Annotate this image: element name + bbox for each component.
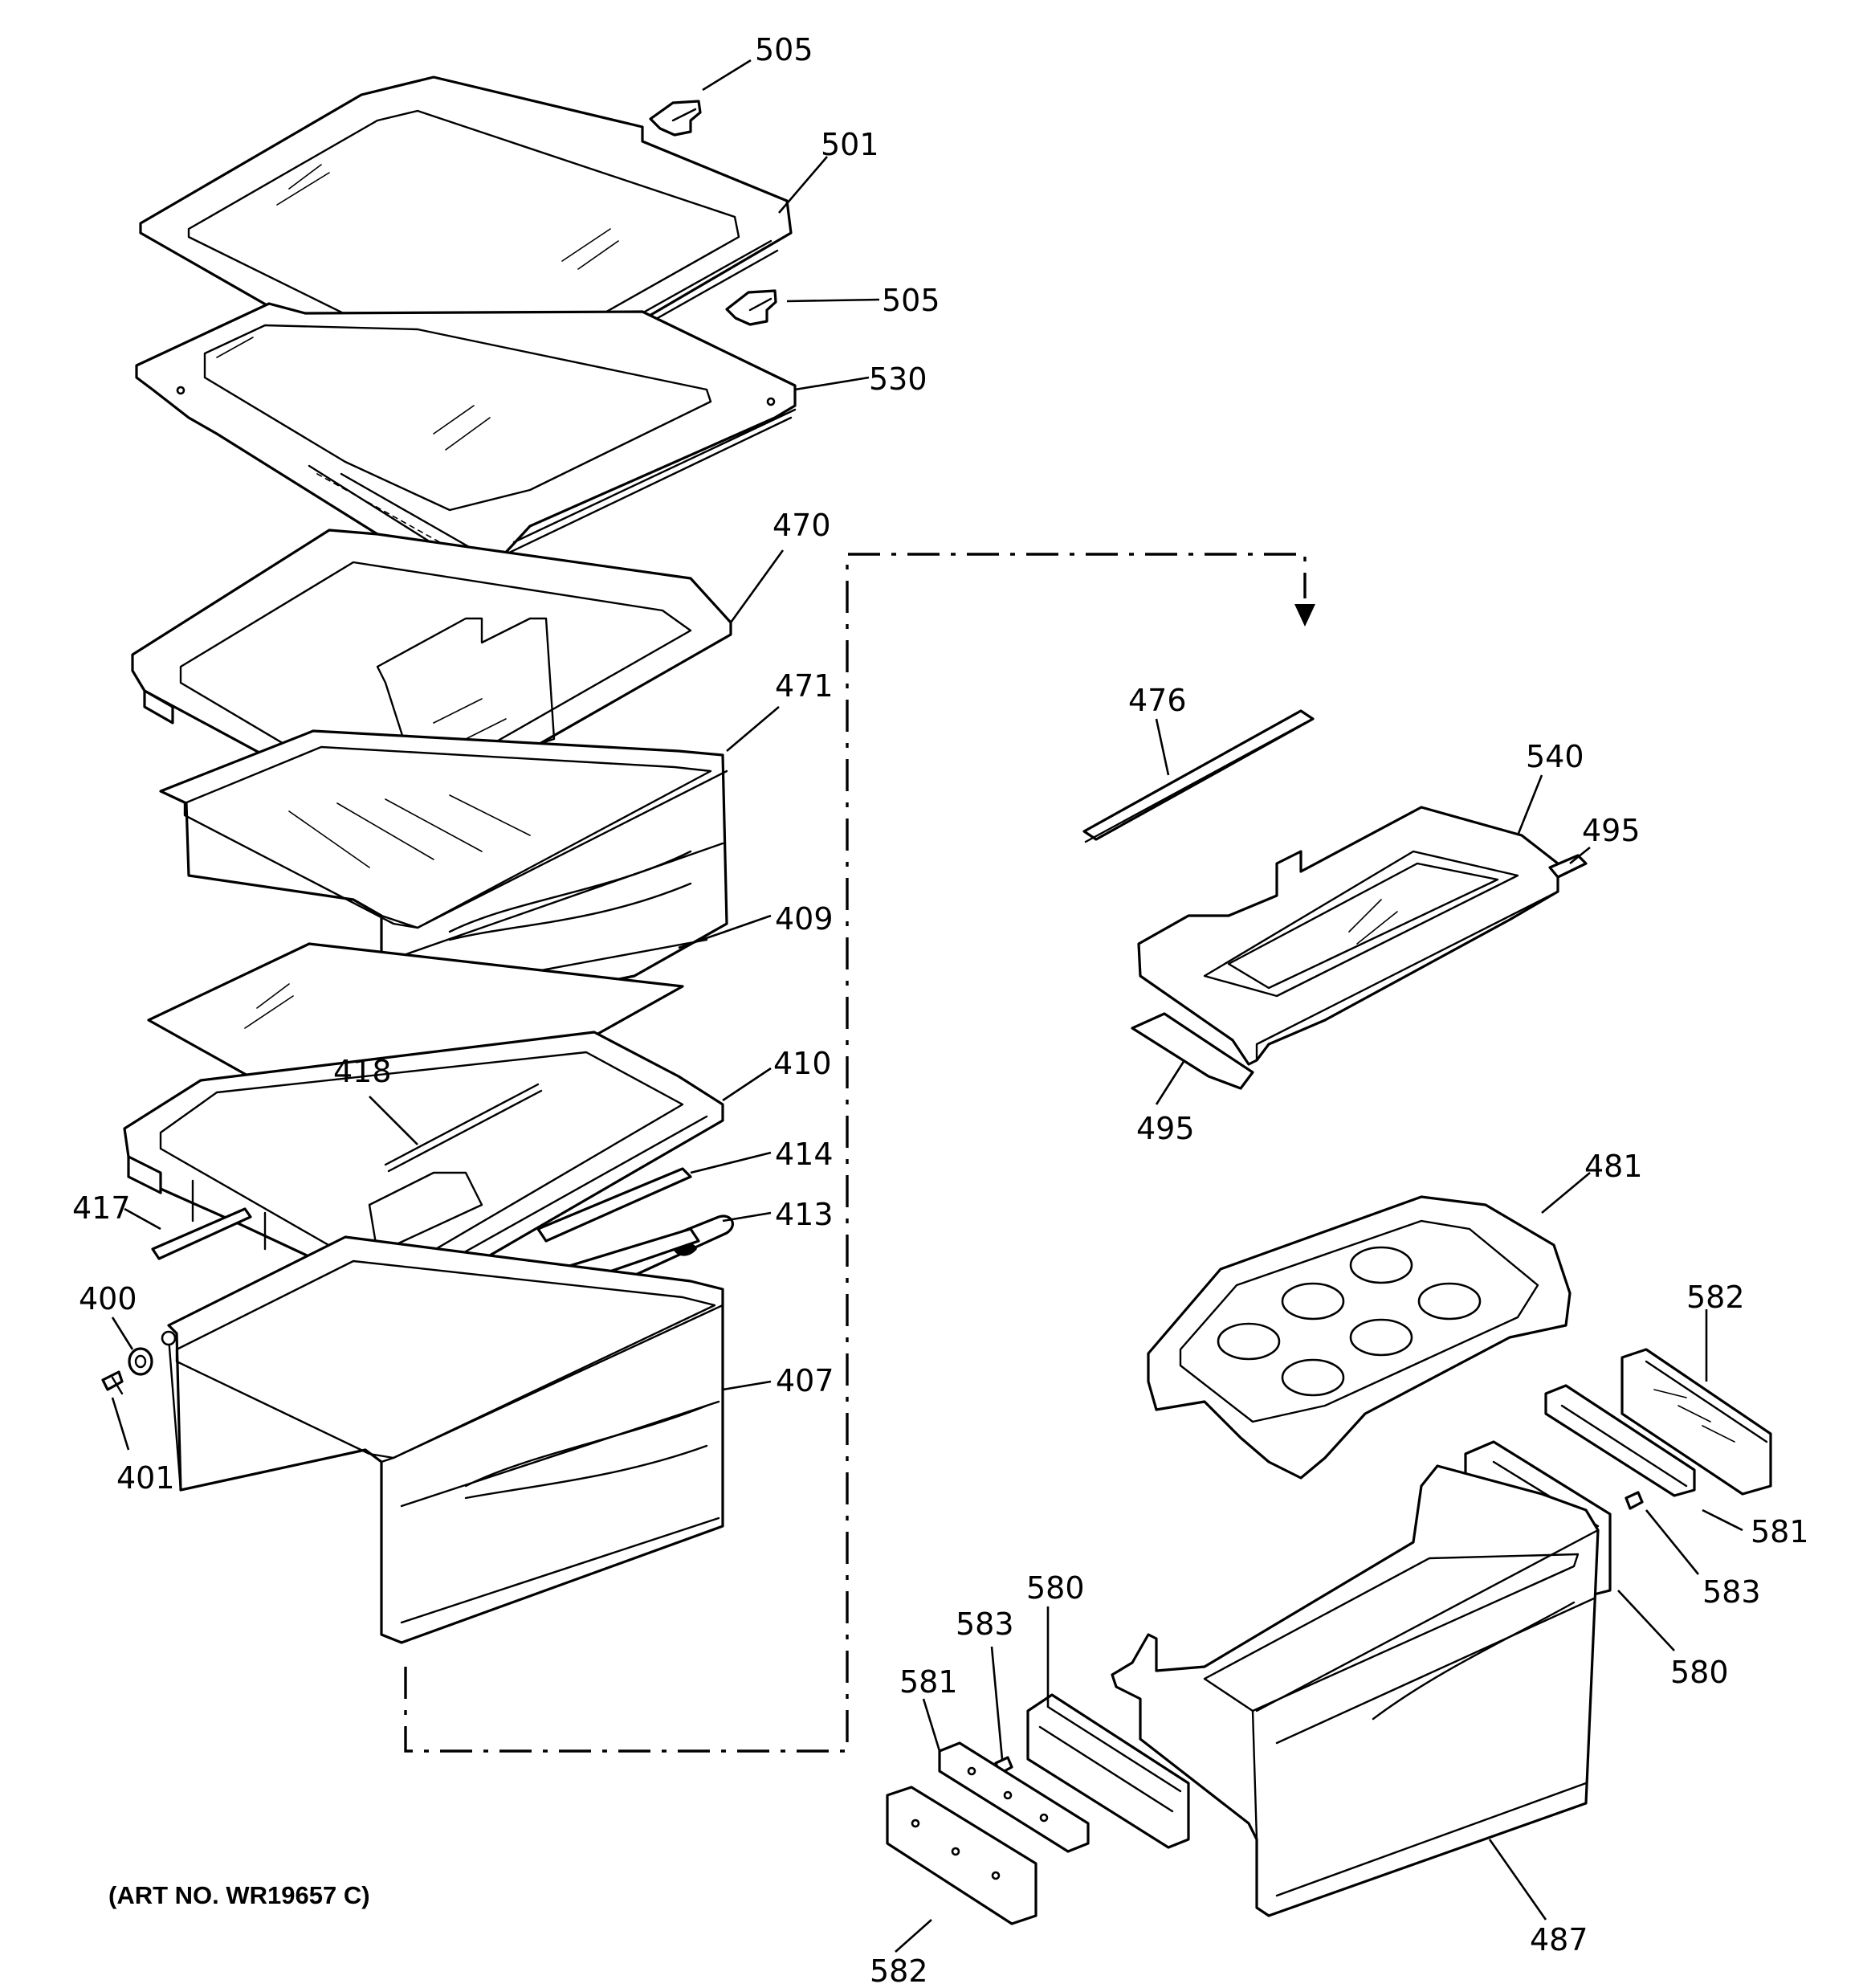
callout-417: 417 (72, 1190, 131, 1226)
callout-470: 470 (773, 508, 831, 543)
egg-tray-481 (1147, 1195, 1572, 1480)
trim-476 (1082, 709, 1315, 843)
callout-401: 401 (116, 1460, 175, 1496)
callout-583-left: 583 (956, 1606, 1014, 1642)
callout-413: 413 (775, 1197, 834, 1232)
rail-495-right (1548, 854, 1588, 879)
drawer-407 (161, 1235, 724, 1644)
art-number: (ART NO. WR19657 C) (108, 1881, 370, 1909)
callout-410: 410 (773, 1046, 832, 1081)
callout-487: 487 (1530, 1922, 1588, 1957)
callout-582-bottom: 582 (870, 1953, 928, 1988)
shelf-540 (1137, 806, 1559, 1066)
callout-400: 400 (79, 1281, 137, 1316)
leader-lines (111, 59, 1743, 1953)
callout-481: 481 (1584, 1149, 1643, 1184)
shelf-clip-505-mid (725, 289, 777, 326)
callout-581-right: 581 (1751, 1514, 1809, 1549)
callout-labels: 505 501 505 530 470 471 409 418 410 414 … (72, 32, 1809, 1988)
callout-501: 501 (821, 127, 879, 162)
assembly-arrow (1294, 604, 1315, 627)
bracket-580-left (1026, 1693, 1190, 1849)
callout-505-mid: 505 (882, 283, 940, 318)
callout-409: 409 (775, 901, 834, 937)
callout-495-right: 495 (1582, 813, 1641, 848)
callout-530: 530 (869, 361, 927, 397)
shelf-530 (135, 302, 797, 586)
bracket-582-bottom (886, 1786, 1037, 1925)
callout-540: 540 (1526, 739, 1584, 774)
drawer-471 (159, 729, 728, 1022)
shelf-clip-505-top (649, 100, 702, 137)
callout-580-left: 580 (1026, 1570, 1085, 1606)
rail-495-bottom (1131, 1012, 1254, 1090)
rail-417 (151, 1207, 252, 1260)
callout-414: 414 (775, 1137, 834, 1172)
screw-401 (101, 1370, 124, 1395)
rod-418 (384, 1083, 543, 1173)
callout-471: 471 (775, 668, 834, 704)
drawer-487 (1111, 1464, 1600, 1917)
screw-583-right (1625, 1491, 1644, 1510)
assembly-boundary (404, 553, 1307, 1753)
slide-581-right (1544, 1384, 1696, 1497)
callout-582-right: 582 (1686, 1280, 1745, 1315)
callout-495-bottom: 495 (1136, 1111, 1195, 1146)
callout-581-left: 581 (899, 1664, 958, 1700)
callout-583-right: 583 (1702, 1574, 1761, 1610)
handle-414 (536, 1167, 692, 1243)
callout-580-right: 580 (1670, 1655, 1729, 1690)
callout-407: 407 (776, 1363, 834, 1398)
callout-418: 418 (333, 1054, 392, 1089)
callout-476: 476 (1128, 683, 1187, 718)
bracket-582-right (1620, 1348, 1772, 1496)
cam-400 (128, 1347, 153, 1376)
callout-505-top: 505 (755, 32, 813, 67)
slide-581-left (938, 1741, 1090, 1853)
